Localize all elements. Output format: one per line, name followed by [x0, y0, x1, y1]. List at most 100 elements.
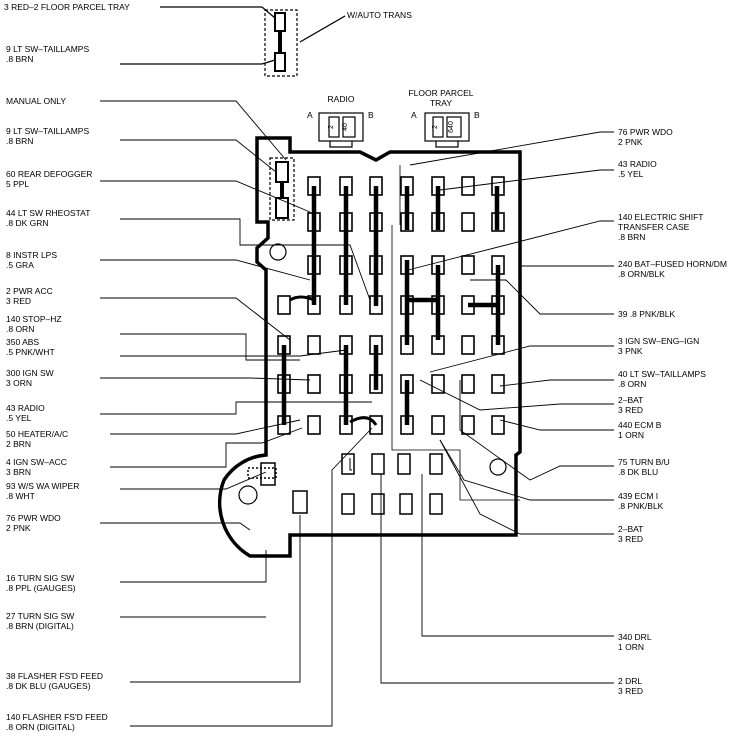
fuse-block-outline — [217, 136, 522, 558]
floor-parcel-tray-connector — [424, 112, 470, 148]
auto-trans-label: W/AUTO TRANS — [347, 10, 412, 20]
left-wire-label: 9 LT SW–TAILLAMPS.8 BRN — [6, 126, 89, 146]
wire-label-line: TRANSFER CASE — [618, 222, 690, 232]
wire-label-line: 40 LT SW–TAILLAMPS — [618, 369, 706, 379]
fuse-terminal — [307, 374, 321, 394]
left-wire-label: 9 LT SW–TAILLAMPS.8 BRN — [6, 44, 89, 64]
radio-circuit-1: 2 — [327, 125, 335, 129]
wire-label-line: 2 PWR ACC — [6, 286, 53, 296]
radio-connector — [318, 112, 364, 148]
wire-label-line: 439 ECM I — [618, 491, 659, 501]
wire-label-line: .5 YEL — [618, 169, 644, 179]
wire-label-line: .8 DK BLU — [618, 467, 659, 477]
radio-header: RADIO — [327, 94, 355, 104]
wire-label-line: 1 ORN — [618, 642, 644, 652]
left-wire-label: MANUAL ONLY — [6, 96, 66, 106]
wire-label-line: 76 PWR WDO — [618, 127, 673, 137]
fuse-terminal — [277, 295, 291, 315]
wire-label-line: 3 ORN — [6, 378, 32, 388]
wire-label-line: 3 BRN — [6, 467, 32, 477]
wire-label-line: .8 BRN — [618, 232, 646, 242]
wire-label-line: 43 RADIO — [6, 403, 45, 413]
wire-label-line: .5 PNK/WHT — [6, 347, 55, 357]
wire-label-line: 75 TURN B/U — [618, 457, 670, 467]
parcel-tray-connector — [120, 6, 346, 77]
wire-label-line: .5 GRA — [6, 260, 34, 270]
right-wire-label: 39 .8 PNK/BLK — [618, 309, 675, 319]
wire-label-line: 350 ABS — [6, 337, 40, 347]
fuse-terminal — [461, 415, 475, 435]
mounting-hole — [269, 243, 287, 261]
wire-label-line: .8 ORN — [618, 379, 647, 389]
mounting-hole — [489, 458, 507, 476]
wire-label-line: 5 PPL — [6, 179, 30, 189]
floor-circuit-2: 640 — [447, 121, 455, 133]
wire-label-line: .8 BRN (DIGITAL) — [6, 621, 74, 631]
fuse-terminal — [461, 255, 475, 275]
wire-label-line: 2–BAT — [618, 524, 644, 534]
wire-label-line: 39 .8 PNK/BLK — [618, 309, 676, 319]
wire-label-line: .8 ORN — [6, 324, 35, 334]
fuse-terminal — [491, 415, 505, 435]
wire-label-line: 3 RED — [618, 686, 644, 696]
floor-pin-a: A — [411, 110, 417, 120]
left-wire-label: 350 ABS.5 PNK/WHT — [6, 337, 55, 357]
radio-pin-a: A — [307, 110, 313, 120]
wire-label-line: 27 TURN SIG SW — [6, 611, 75, 621]
mounting-hole — [238, 485, 258, 505]
right-wire-label: 43 RADIO.5 YEL — [618, 159, 657, 179]
left-wire-label: 44 LT SW RHEOSTAT.8 DK GRN — [6, 208, 90, 228]
left-wire-label: 140 STOP–HZ.8 ORN — [6, 314, 62, 334]
wire-label-line: .8 DK GRN — [6, 218, 49, 228]
wire-label-line: 43 RADIO — [618, 159, 657, 169]
wire-label-line: 60 REAR DEFOGGER — [6, 169, 93, 179]
floor-tray-header: FLOOR PARCEL TRAY — [408, 88, 474, 108]
left-wire-label: 93 W/S WA WIPER.8 WHT — [6, 481, 79, 501]
wire-label-line: .8 BRN — [6, 54, 34, 64]
right-wire-label: 240 BAT–FUSED HORN/DM.8 ORN/BLK — [618, 259, 727, 279]
wire-label-line: 340 DRL — [618, 632, 652, 642]
wire-label-line: 140 STOP–HZ — [6, 314, 62, 324]
wire-label-line: 2 BRN — [6, 439, 32, 449]
radio-circuit-2: 40 — [341, 123, 349, 131]
right-wire-label: 439 ECM I.8 PNK/BLK — [618, 491, 663, 511]
fuse-terminal — [461, 212, 475, 232]
fuse-terminal — [491, 374, 505, 394]
floor-pin-b: B — [474, 110, 480, 120]
fuse-terminal — [431, 374, 445, 394]
wire-label-line: 2 PNK — [6, 523, 31, 533]
floor-circuit-1: 2 — [431, 125, 439, 129]
left-wire-label: 8 INSTR LPS.5 GRA — [6, 250, 57, 270]
wire-label-line: 3 RED — [6, 296, 32, 306]
wire-label-line: 2 DRL — [618, 676, 643, 686]
wire-label-line: .8 DK BLU (GAUGES) — [6, 681, 91, 691]
left-wire-label: 38 FLASHER FS'D FEED.8 DK BLU (GAUGES) — [6, 671, 103, 691]
wire-label-line: 440 ECM B — [618, 420, 662, 430]
wire-label-line: 9 LT SW–TAILLAMPS — [6, 126, 90, 136]
wire-label-line: 76 PWR WDO — [6, 513, 61, 523]
wire-label-line: 3 IGN SW–ENG–IGN — [618, 336, 700, 346]
wire-label-line: 300 IGN SW — [6, 368, 54, 378]
wire-label-line: 38 FLASHER FS'D FEED — [6, 671, 104, 681]
wire-label-line: 240 BAT–FUSED HORN/DM — [618, 259, 727, 269]
radio-pin-b: B — [368, 110, 374, 120]
left-wire-label: 27 TURN SIG SW.8 BRN (DIGITAL) — [6, 611, 74, 631]
wire-label-line: .8 WHT — [6, 491, 35, 501]
wire-label-line: 3 RED — [618, 534, 644, 544]
wire-label-line: .5 YEL — [6, 413, 32, 423]
wire-label-line: 93 W/S WA WIPER — [6, 481, 80, 491]
wire-label-line: 3 PNK — [618, 346, 643, 356]
wire-label-line: .8 PNK/BLK — [618, 501, 664, 511]
